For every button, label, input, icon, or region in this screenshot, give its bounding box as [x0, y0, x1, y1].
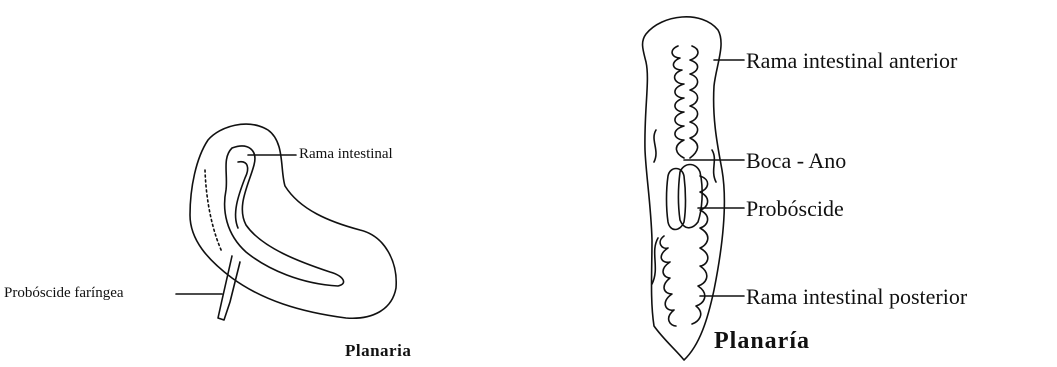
- label-boca-ano: Boca - Ano: [746, 148, 846, 174]
- label-rama-intestinal: Rama intestinal: [299, 146, 393, 163]
- label-proboscide: Probóscide: [746, 196, 844, 222]
- right-posterior-branch-left: [660, 236, 676, 326]
- left-pharynx: [218, 256, 240, 320]
- left-dotted-nerve: [205, 170, 222, 252]
- left-intestine-loop: [225, 146, 344, 286]
- right-anterior-branch: [672, 46, 684, 158]
- label-rama-posterior: Rama intestinal posterior: [746, 284, 967, 310]
- left-intestine-inner: [236, 162, 248, 228]
- label-rama-anterior: Rama intestinal anterior: [746, 48, 957, 74]
- right-planaria-drawing: [643, 17, 744, 360]
- label-proboscide-faringea: Probóscide faríngea: [4, 285, 124, 302]
- right-anterior-branch-2: [690, 46, 698, 158]
- right-posterior-branch-right: [692, 176, 708, 324]
- right-proboscis: [679, 165, 703, 228]
- left-figure-title: Planaria: [345, 341, 411, 361]
- right-body-outline: [643, 17, 725, 360]
- right-mouth: [667, 169, 686, 230]
- right-figure-title: Planaría: [714, 328, 810, 355]
